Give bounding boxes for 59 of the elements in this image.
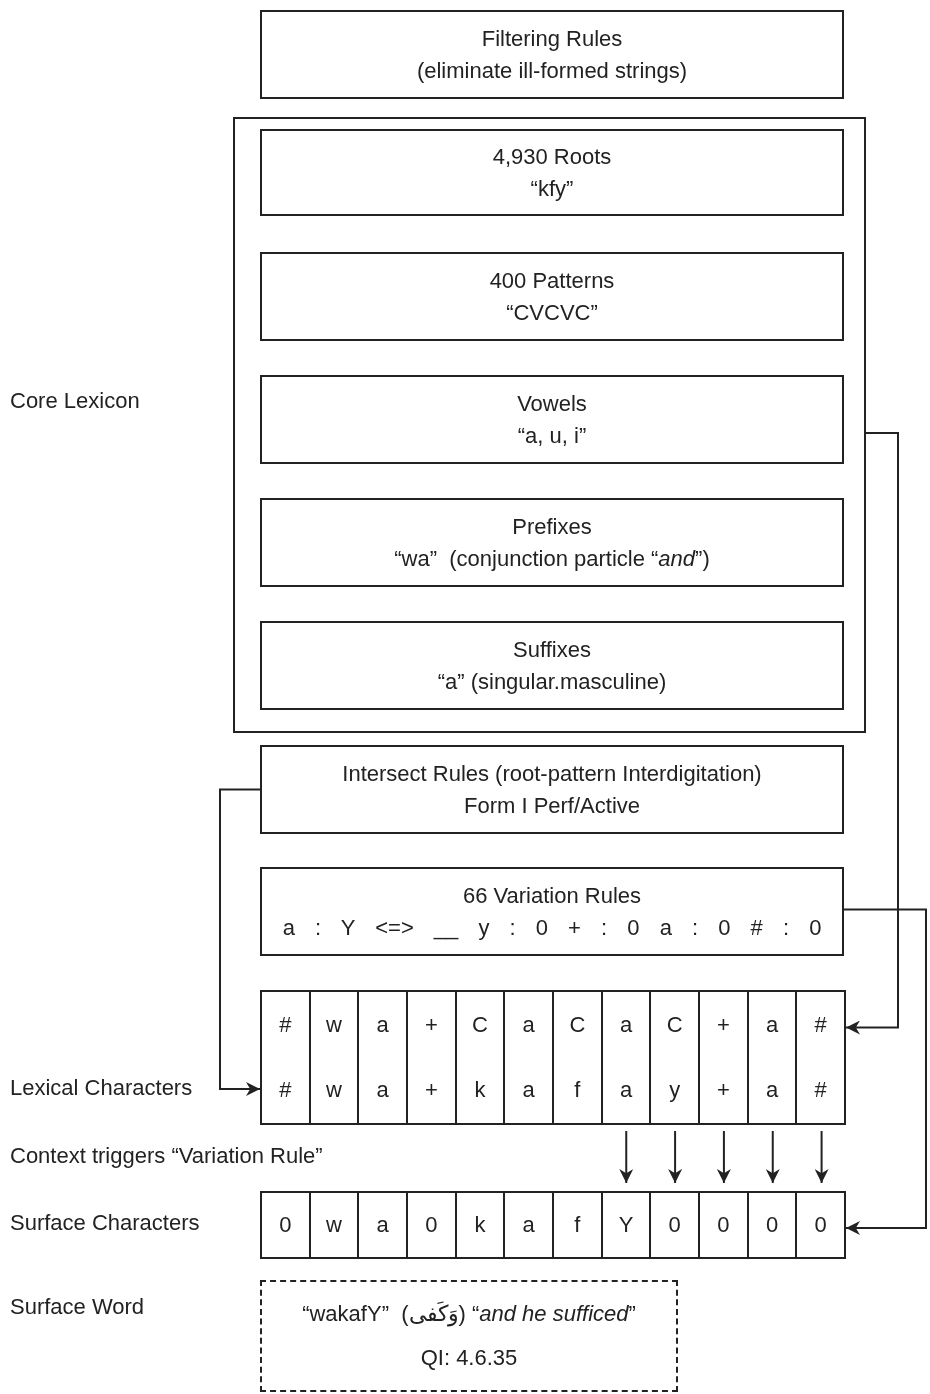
box-heading: Vowels bbox=[517, 390, 587, 417]
character-cell: 0 bbox=[700, 1193, 749, 1257]
box-heading: 66 Variation Rules bbox=[462, 882, 642, 909]
box-text: “a, u, i” bbox=[517, 422, 587, 449]
arrow bbox=[219, 788, 261, 1096]
box-text: “a” (singular.masculine) bbox=[437, 668, 667, 695]
arrow bbox=[619, 1130, 634, 1184]
character-cell: 0 bbox=[262, 1193, 311, 1257]
character-cell: k bbox=[456, 1193, 506, 1257]
arrow bbox=[845, 432, 899, 1035]
character-cell: a bbox=[602, 1057, 652, 1123]
box-text: (eliminate ill-formed strings) bbox=[416, 57, 688, 84]
character-cell: w bbox=[310, 1057, 360, 1123]
row-label: Surface Characters bbox=[10, 1210, 200, 1236]
arrow bbox=[843, 908, 927, 1235]
arrow bbox=[814, 1130, 829, 1184]
character-cell: f bbox=[554, 1193, 603, 1257]
character-cell-text: # bbox=[813, 1010, 828, 1039]
character-cell: + bbox=[408, 1057, 457, 1123]
box-text: “CVCVC” bbox=[506, 299, 598, 326]
group-title: Core Lexicon bbox=[10, 388, 140, 414]
box-text: “wa” (conjunction particle “and”) bbox=[394, 545, 710, 572]
box-heading: Prefixes bbox=[512, 513, 592, 540]
box-heading: Filtering Rules bbox=[481, 25, 623, 52]
word-box bbox=[260, 1280, 678, 1392]
character-cell: 0 bbox=[408, 1193, 457, 1257]
character-cell: k bbox=[456, 1057, 506, 1123]
box-text: “kfy” bbox=[530, 175, 574, 202]
box-text: a : Y <=> __ y : 0 + : 0 a : 0 # : 0 bbox=[282, 914, 822, 941]
character-cell: 0 bbox=[748, 1193, 798, 1257]
character-cell: w bbox=[310, 1193, 360, 1257]
note-text: Surface Word bbox=[10, 1294, 145, 1320]
character-cell: a bbox=[359, 1193, 408, 1257]
character-cell-text: # bbox=[813, 1076, 828, 1104]
note-text: Context triggers “Variation Rule” bbox=[10, 1143, 323, 1169]
character-cell: Y bbox=[602, 1193, 652, 1257]
character-cell: a bbox=[748, 1057, 798, 1123]
character-cell: 0 bbox=[651, 1193, 701, 1257]
box-heading: Suffixes bbox=[513, 636, 591, 663]
character-cell-text: 0 bbox=[813, 1211, 828, 1239]
box-text: Form I Perf/Active bbox=[463, 792, 640, 819]
character-cell: a bbox=[505, 1057, 555, 1123]
arrow bbox=[668, 1130, 683, 1184]
character-cell: f bbox=[554, 1057, 603, 1123]
character-cell: # bbox=[262, 1057, 311, 1123]
box-heading: 400 Patterns bbox=[489, 267, 615, 294]
arrow bbox=[716, 1130, 731, 1184]
box-heading: Intersect Rules (root-pattern Interdigitation) bbox=[342, 760, 762, 787]
arrow bbox=[765, 1130, 780, 1184]
character-cell: y bbox=[651, 1057, 701, 1123]
character-cell: + bbox=[700, 1057, 749, 1123]
row-label: Lexical Characters bbox=[10, 1075, 193, 1101]
character-row bbox=[260, 1191, 846, 1259]
character-cell: a bbox=[505, 1193, 555, 1257]
box-heading: 4,930 Roots bbox=[492, 143, 612, 170]
character-row bbox=[260, 1057, 846, 1125]
character-cell: a bbox=[359, 1057, 408, 1123]
character-row bbox=[260, 990, 846, 1059]
box-text: QI: 4.6.35 bbox=[420, 1345, 518, 1371]
